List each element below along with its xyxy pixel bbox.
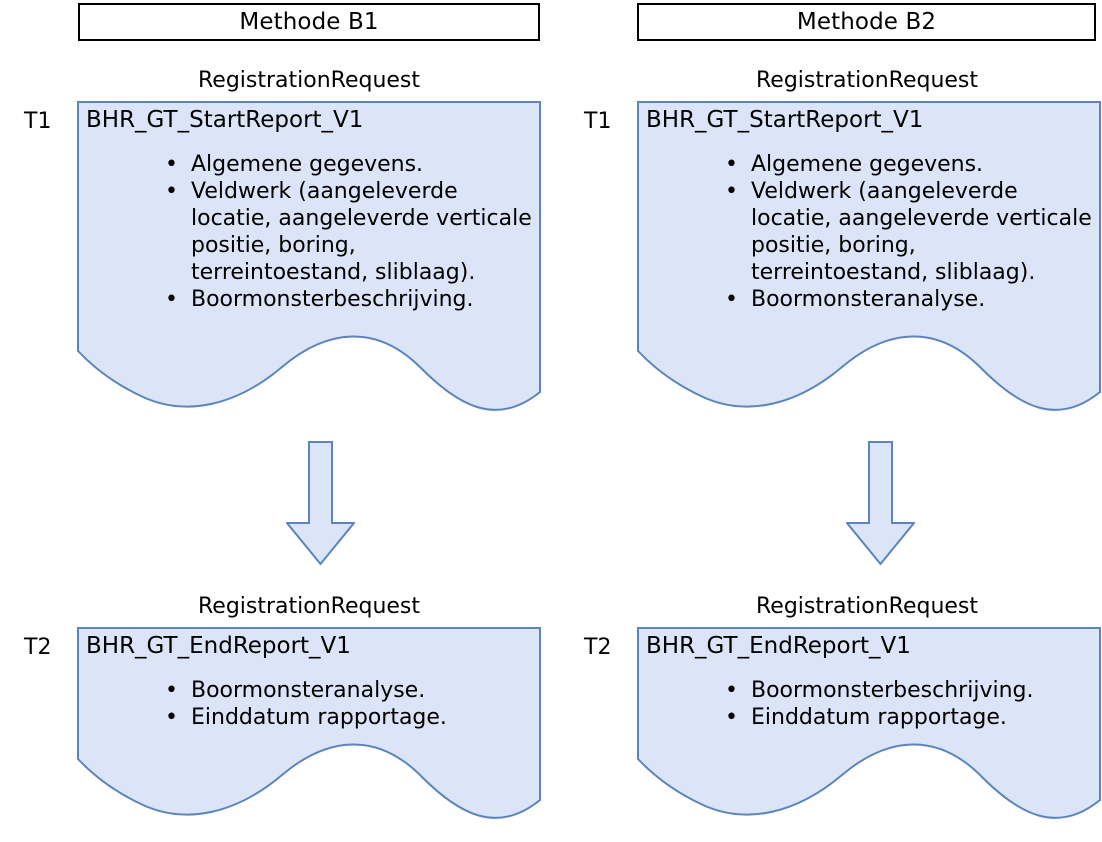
list-item: Boormonsterbeschrijving.: [715, 678, 1093, 705]
shape-title-b2-t2: BHR_GT_EndReport_V1: [646, 633, 911, 659]
list-item: Veldwerk (aangeleverde locatie, aangelev…: [715, 179, 1093, 286]
document-shape-b1-t1: BHR_GT_StartReport_V1 Algemene gegevens.…: [77, 101, 541, 431]
method-header-b2-label: Methode B2: [796, 8, 937, 35]
shape-title-b2-t1: BHR_GT_StartReport_V1: [646, 107, 924, 133]
time-label-b2-t1: T1: [584, 109, 612, 134]
bullet-list-b1-t2: Boormonsteranalyse. Einddatum rapportage…: [77, 678, 541, 732]
shape-title-b1-t1: BHR_GT_StartReport_V1: [86, 107, 364, 133]
list-item: Algemene gegevens.: [155, 152, 533, 179]
shape-caption-b2-t1: RegistrationRequest: [755, 68, 979, 93]
document-shape-b2-t2: BHR_GT_EndReport_V1 Boormonsterbeschrijv…: [637, 627, 1101, 839]
shape-content-b1-t2: BHR_GT_EndReport_V1 Boormonsteranalyse. …: [77, 627, 541, 732]
flow-arrow-b2-down-arrow-icon: [846, 441, 915, 565]
shape-caption-b1-t1: RegistrationRequest: [197, 68, 421, 93]
shape-caption-b1-t2: RegistrationRequest: [197, 594, 421, 619]
bullet-list-b2-t1: Algemene gegevens. Veldwerk (aangeleverd…: [637, 152, 1101, 313]
bullet-list-b1-t1: Algemene gegevens. Veldwerk (aangeleverd…: [77, 152, 541, 313]
list-item: Boormonsterbeschrijving.: [155, 287, 533, 314]
method-header-b2: Methode B2: [637, 3, 1096, 41]
shape-content-b1-t1: BHR_GT_StartReport_V1 Algemene gegevens.…: [77, 101, 541, 313]
method-header-b1-label: Methode B1: [239, 8, 379, 35]
list-item: Einddatum rapportage.: [155, 705, 533, 732]
time-label-b1-t2: T2: [24, 635, 52, 660]
method-header-b1: Methode B1: [78, 3, 540, 41]
flow-arrow-b1-down-arrow-icon: [286, 441, 355, 565]
list-item: Boormonsteranalyse.: [155, 678, 533, 705]
list-item: Einddatum rapportage.: [715, 705, 1093, 732]
document-shape-b1-t2: BHR_GT_EndReport_V1 Boormonsteranalyse. …: [77, 627, 541, 839]
document-shape-b2-t1: BHR_GT_StartReport_V1 Algemene gegevens.…: [637, 101, 1101, 431]
list-item: Algemene gegevens.: [715, 152, 1093, 179]
bullet-list-b2-t2: Boormonsterbeschrijving. Einddatum rappo…: [637, 678, 1101, 732]
shape-content-b2-t1: BHR_GT_StartReport_V1 Algemene gegevens.…: [637, 101, 1101, 313]
list-item: Boormonsteranalyse.: [715, 287, 1093, 314]
time-label-b2-t2: T2: [584, 635, 612, 660]
list-item: Veldwerk (aangeleverde locatie, aangelev…: [155, 179, 533, 286]
shape-caption-b2-t2: RegistrationRequest: [755, 594, 979, 619]
shape-content-b2-t2: BHR_GT_EndReport_V1 Boormonsterbeschrijv…: [637, 627, 1101, 732]
time-label-b1-t1: T1: [24, 109, 52, 134]
shape-title-b1-t2: BHR_GT_EndReport_V1: [86, 633, 351, 659]
